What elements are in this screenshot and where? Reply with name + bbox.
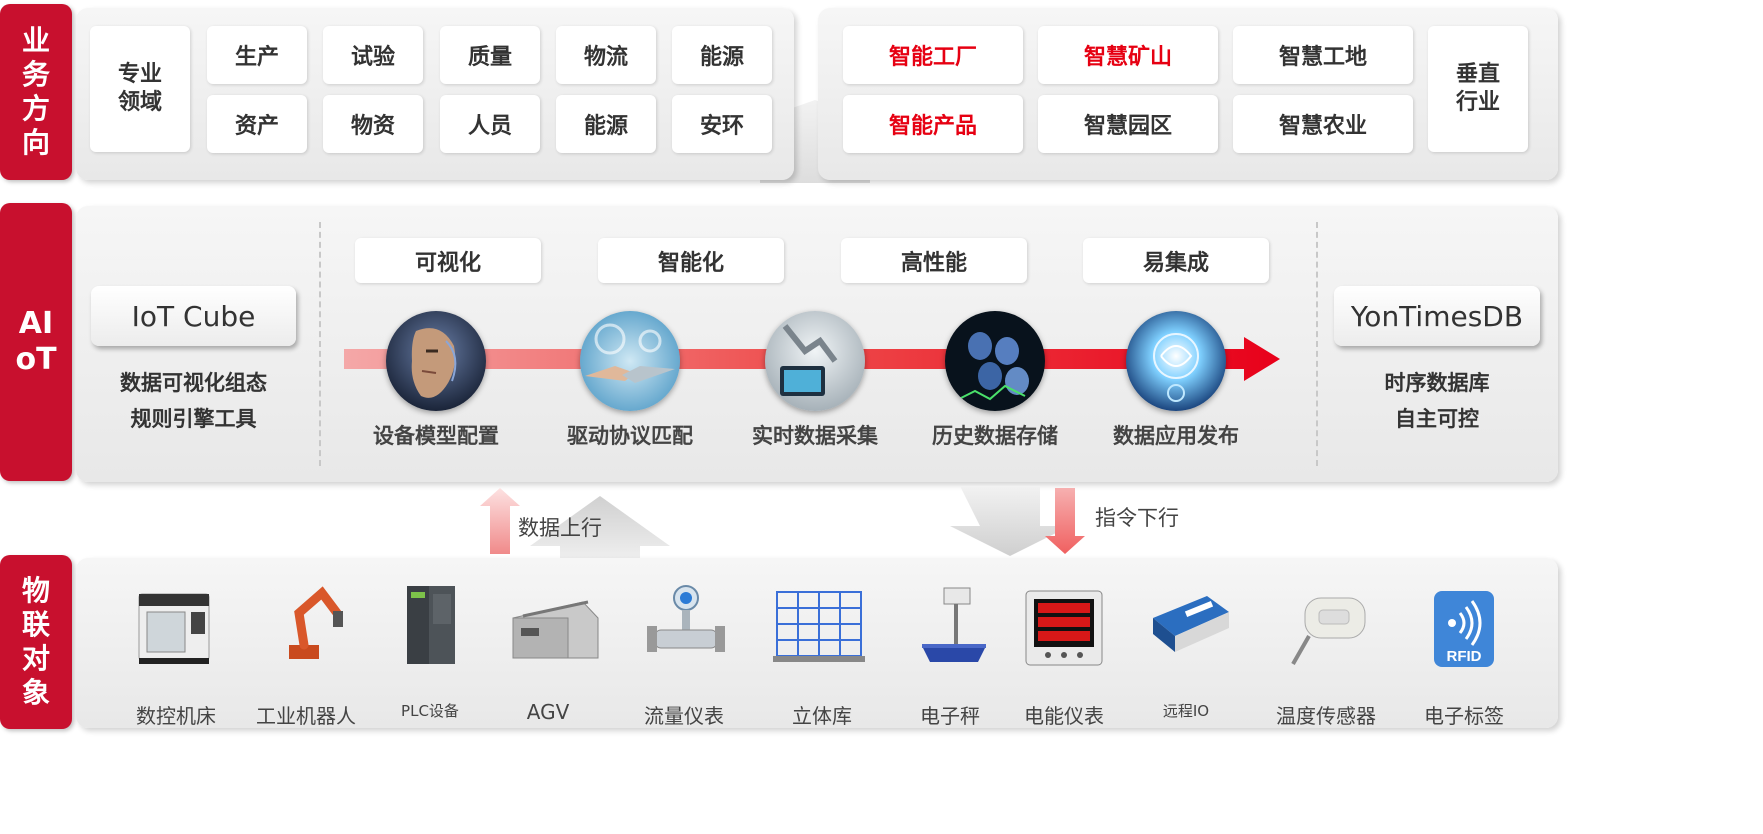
feature-performance: 高性能 [841, 238, 1027, 283]
industry-cell[interactable]: 智慧工地 [1233, 26, 1413, 84]
pipeline-step-label: 设备模型配置 [373, 424, 499, 448]
industry-cell[interactable]: 智慧农业 [1233, 95, 1413, 153]
command-down-arrow [950, 486, 1085, 556]
domain-cell[interactable]: 物资 [323, 95, 423, 153]
device-label: 立体库 [792, 704, 852, 728]
rfid-icon: RFID [1414, 588, 1514, 670]
domain-cell[interactable]: 资产 [207, 95, 307, 153]
rfid-label: RFID [1447, 648, 1482, 665]
tag-char: 方 [21, 92, 50, 125]
feature-visualization: 可视化 [355, 238, 541, 283]
robot-arm-tablet-icon [765, 311, 865, 411]
tag-char: oT [15, 342, 57, 377]
header-line: 领域 [117, 90, 162, 115]
tag-char: 务 [21, 58, 50, 91]
device-label: 工业机器人 [256, 704, 356, 728]
divider-left [319, 222, 321, 466]
device-label: 电子秤 [920, 704, 980, 728]
industry-cell[interactable]: 智慧矿山 [1038, 26, 1218, 84]
device-label: 数控机床 [136, 704, 216, 728]
iot-objects-panel [76, 558, 1558, 728]
capability-item: 时序数据库 [1384, 371, 1490, 395]
data-up-arrow [480, 488, 670, 562]
brain-icon [1126, 311, 1226, 411]
domain-cell[interactable]: 安环 [672, 95, 772, 153]
domain-cell[interactable]: 生产 [207, 26, 307, 84]
device-label: PLC设备 [401, 702, 459, 720]
handshake-icon [580, 311, 680, 411]
domain-cell[interactable]: 物流 [556, 26, 656, 84]
tag-char: 联 [21, 608, 50, 641]
tag-char: 物 [21, 574, 50, 607]
domain-cell[interactable]: 质量 [440, 26, 540, 84]
remote-io-icon [1140, 585, 1240, 665]
capability-item: 数据可视化组态 [120, 371, 267, 395]
pipeline-step-label: 历史数据存储 [932, 424, 1058, 448]
domain-cell[interactable]: 人员 [440, 95, 540, 153]
capability-item: 自主可控 [1395, 407, 1479, 431]
industrial-robot-icon [262, 580, 362, 665]
capability-item: 规则引擎工具 [130, 407, 257, 431]
pipeline-step-label: 驱动协议匹配 [567, 424, 693, 448]
tag-char: 向 [21, 126, 50, 159]
domain-cell[interactable]: 试验 [323, 26, 423, 84]
divider-right [1316, 222, 1318, 466]
feature-integration: 易集成 [1083, 238, 1269, 283]
temperature-sensor-icon [1280, 585, 1380, 670]
power-meter-icon [1014, 585, 1114, 670]
header-line: 行业 [1455, 90, 1500, 115]
command-down-label: 指令下行 [1095, 506, 1179, 530]
tag-char: 象 [21, 676, 50, 709]
iot-cube-capabilities: 数据可视化组态 规则引擎工具 [91, 365, 296, 437]
professional-domains-header: 专业 领域 [90, 26, 190, 152]
device-label: 电能仪表 [1024, 704, 1104, 728]
agv-icon [498, 585, 608, 670]
iot-cube-product[interactable]: IoT Cube [91, 286, 296, 346]
industry-cell[interactable]: 智能产品 [843, 95, 1023, 153]
flow-meter-icon [636, 580, 736, 670]
tag-char: 业 [21, 24, 50, 57]
data-storage-icon [945, 311, 1045, 411]
industry-cell[interactable]: 智能工厂 [843, 26, 1023, 84]
yontimesdb-capabilities: 时序数据库 自主可控 [1334, 365, 1540, 437]
industry-cell[interactable]: 智慧园区 [1038, 95, 1218, 153]
domain-cell[interactable]: 能源 [672, 26, 772, 84]
device-label: 电子标签 [1424, 704, 1504, 728]
yontimesdb-product[interactable]: YonTimesDB [1334, 286, 1540, 346]
domain-cell[interactable]: 能源 [556, 95, 656, 153]
device-label: 远程IO [1162, 702, 1210, 720]
vertical-industries-header: 垂直 行业 [1428, 26, 1528, 152]
feature-intelligence: 智能化 [598, 238, 784, 283]
ai-face-icon [386, 311, 486, 411]
tag-char: 对 [21, 642, 50, 675]
cnc-machine-icon [126, 585, 226, 670]
iot-objects-tag: 物 联 对 象 [0, 555, 72, 729]
data-up-label: 数据上行 [518, 516, 602, 540]
pipeline-step-label: 实时数据采集 [752, 424, 878, 448]
scale-icon [904, 580, 1004, 670]
device-label: 温度传感器 [1276, 704, 1376, 728]
business-direction-tag: 业 务 方 向 [0, 4, 72, 180]
tag-char: AI [18, 306, 54, 341]
header-line: 垂直 [1455, 62, 1500, 87]
aiot-tag: AI oT [0, 203, 72, 481]
device-label: AGV [526, 700, 570, 724]
header-line: 专业 [117, 62, 162, 87]
pipeline-step-label: 数据应用发布 [1113, 424, 1239, 448]
plc-icon [382, 580, 482, 670]
warehouse-rack-icon [764, 580, 874, 670]
device-label: 流量仪表 [644, 704, 724, 728]
